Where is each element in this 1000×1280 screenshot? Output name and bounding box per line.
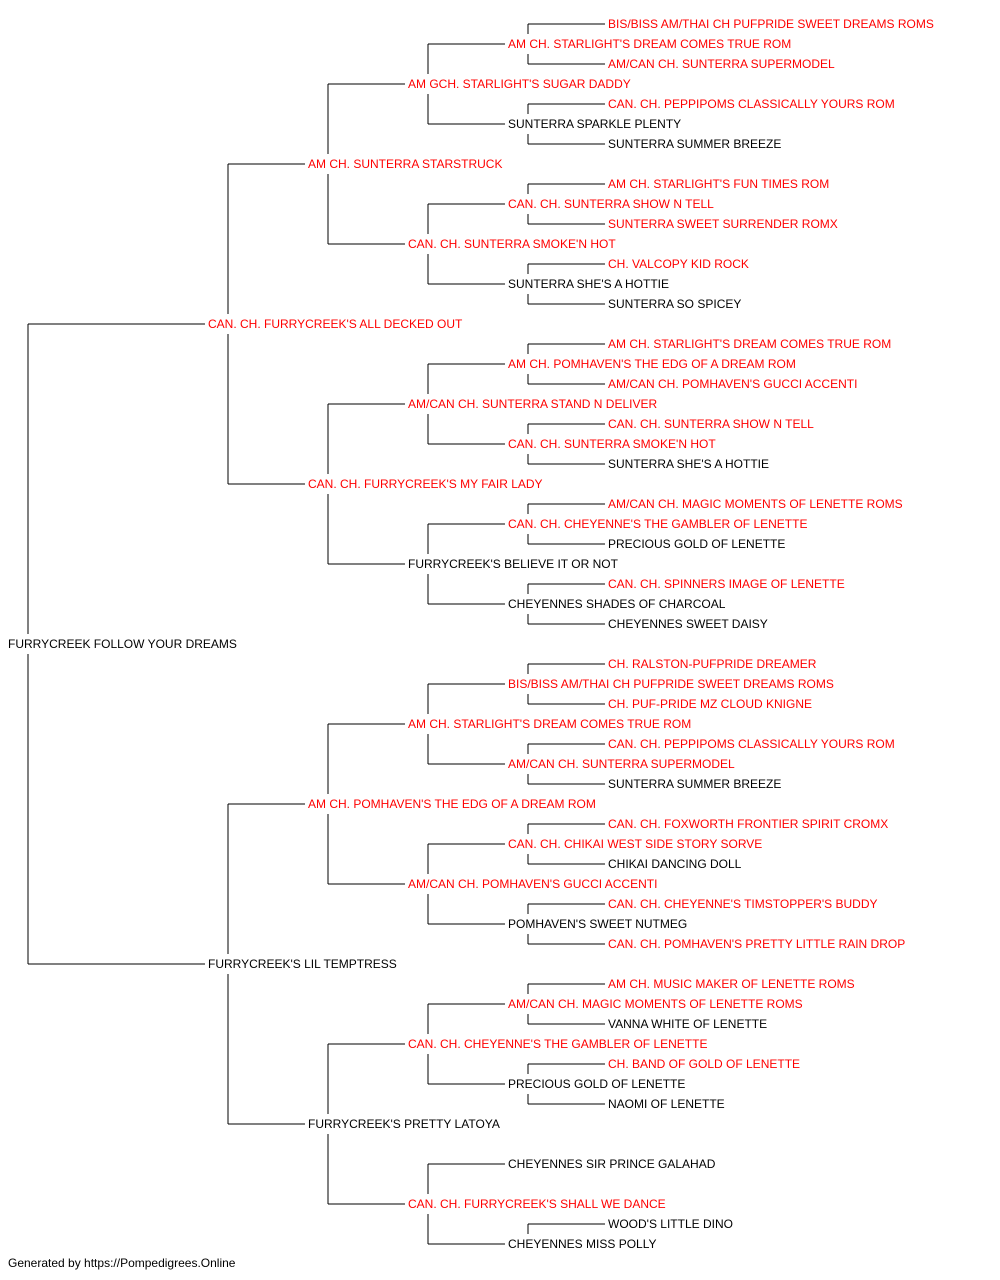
- dog-name-gen-5: BIS/BISS AM/THAI CH PUFPRIDE SWEET DREAM…: [608, 17, 934, 31]
- dog-name-gen-5: PRECIOUS GOLD OF LENETTE: [608, 537, 785, 551]
- dog-name-gen-3: CAN. CH. CHEYENNE'S THE GAMBLER OF LENET…: [408, 1037, 707, 1051]
- dog-name-gen-3: CAN. CH. SUNTERRA SMOKE'N HOT: [408, 237, 616, 251]
- dog-name-gen-4: CHEYENNES SHADES OF CHARCOAL: [508, 597, 726, 611]
- dog-name-gen-2: FURRYCREEK'S PRETTY LATOYA: [308, 1117, 500, 1131]
- dog-name-gen-5: AM/CAN CH. POMHAVEN'S GUCCI ACCENTI: [608, 377, 857, 391]
- dog-name-gen-5: VANNA WHITE OF LENETTE: [608, 1017, 767, 1031]
- dog-name-gen-5: CAN. CH. FOXWORTH FRONTIER SPIRIT CROMX: [608, 817, 888, 831]
- dog-name-gen-4: AM/CAN CH. SUNTERRA SUPERMODEL: [508, 757, 735, 771]
- dog-name-gen-2: AM CH. SUNTERRA STARSTRUCK: [308, 157, 502, 171]
- generated-by-footer: Generated by https://Pompedigrees.Online: [8, 1256, 236, 1270]
- dog-name-gen-5: AM/CAN CH. MAGIC MOMENTS OF LENETTE ROMS: [608, 497, 903, 511]
- dog-name-gen-3: AM GCH. STARLIGHT'S SUGAR DADDY: [408, 77, 631, 91]
- dog-name-gen-5: AM CH. STARLIGHT'S FUN TIMES ROM: [608, 177, 829, 191]
- pedigree-tree: FURRYCREEK FOLLOW YOUR DREAMS CAN. CH. FU…: [8, 17, 934, 1250]
- dog-name-gen-4: PRECIOUS GOLD OF LENETTE: [508, 1077, 685, 1091]
- dog-name-gen-4: CAN. CH. SUNTERRA SHOW N TELL: [508, 197, 714, 211]
- dog-name-gen-3: CAN. CH. FURRYCREEK'S SHALL WE DANCE: [408, 1197, 666, 1211]
- dog-name-gen-4: CAN. CH. SUNTERRA SMOKE'N HOT: [508, 437, 716, 451]
- dog-name-gen-2: CAN. CH. FURRYCREEK'S MY FAIR LADY: [308, 477, 543, 491]
- dog-name-gen-5: CAN. CH. PEPPIPOMS CLASSICALLY YOURS ROM: [608, 737, 895, 751]
- dog-name-gen-5: WOOD'S LITTLE DINO: [608, 1217, 733, 1231]
- dog-name-gen-5: CAN. CH. SPINNERS IMAGE OF LENETTE: [608, 577, 845, 591]
- dog-name-gen-3: AM/CAN CH. POMHAVEN'S GUCCI ACCENTI: [408, 877, 657, 891]
- dog-name-gen-5: CHEYENNES SWEET DAISY: [608, 617, 768, 631]
- pedigree-name-labels: FURRYCREEK FOLLOW YOUR DREAMS CAN. CH. FU…: [8, 17, 934, 1250]
- dog-name-gen-5: CAN. CH. CHEYENNE'S TIMSTOPPER'S BUDDY: [608, 897, 878, 911]
- dog-name-gen-5: CAN. CH. PEPPIPOMS CLASSICALLY YOURS ROM: [608, 97, 895, 111]
- dog-name-gen-5: NAOMI OF LENETTE: [608, 1097, 725, 1111]
- dog-name-gen-4: SUNTERRA SPARKLE PLENTY: [508, 117, 681, 131]
- dog-name-gen-5: SUNTERRA SHE'S A HOTTIE: [608, 457, 769, 471]
- dog-name-gen-5: AM CH. MUSIC MAKER OF LENETTE ROMS: [608, 977, 855, 991]
- dog-name-gen-4: BIS/BISS AM/THAI CH PUFPRIDE SWEET DREAM…: [508, 677, 834, 691]
- dog-name-gen-4: SUNTERRA SHE'S A HOTTIE: [508, 277, 669, 291]
- dog-name-gen-1: CAN. CH. FURRYCREEK'S ALL DECKED OUT: [208, 317, 463, 331]
- dog-name-gen-4: CHEYENNES MISS POLLY: [508, 1237, 657, 1250]
- dog-name-gen-5: CH. BAND OF GOLD OF LENETTE: [608, 1057, 800, 1071]
- pedigree-connector-lines: [27, 23, 605, 1245]
- dog-name-gen-5: SUNTERRA SUMMER BREEZE: [608, 137, 781, 151]
- dog-name-gen-5: CAN. CH. POMHAVEN'S PRETTY LITTLE RAIN D…: [608, 937, 905, 951]
- dog-name-gen-4: CAN. CH. CHIKAI WEST SIDE STORY SORVE: [508, 837, 762, 851]
- dog-name-gen-3: FURRYCREEK'S BELIEVE IT OR NOT: [408, 557, 619, 571]
- dog-name-gen-4: AM CH. STARLIGHT'S DREAM COMES TRUE ROM: [508, 37, 791, 51]
- dog-name-gen-5: CH. VALCOPY KID ROCK: [608, 257, 749, 271]
- dog-name-gen-5: AM/CAN CH. SUNTERRA SUPERMODEL: [608, 57, 835, 71]
- dog-name-gen-4: CAN. CH. CHEYENNE'S THE GAMBLER OF LENET…: [508, 517, 807, 531]
- dog-name-gen-4: CHEYENNES SIR PRINCE GALAHAD: [508, 1157, 716, 1171]
- dog-name-gen-5: SUNTERRA SUMMER BREEZE: [608, 777, 781, 791]
- dog-name-gen-4: POMHAVEN'S SWEET NUTMEG: [508, 917, 687, 931]
- dog-name-gen-2: AM CH. POMHAVEN'S THE EDG OF A DREAM ROM: [308, 797, 596, 811]
- dog-name-gen-3: AM CH. STARLIGHT'S DREAM COMES TRUE ROM: [408, 717, 691, 731]
- dog-name-gen-4: AM CH. POMHAVEN'S THE EDG OF A DREAM ROM: [508, 357, 796, 371]
- dog-name-gen-0: FURRYCREEK FOLLOW YOUR DREAMS: [8, 637, 237, 651]
- dog-name-gen-5: SUNTERRA SO SPICEY: [608, 297, 741, 311]
- dog-name-gen-5: CAN. CH. SUNTERRA SHOW N TELL: [608, 417, 814, 431]
- dog-name-gen-5: SUNTERRA SWEET SURRENDER ROMX: [608, 217, 838, 231]
- dog-name-gen-5: AM CH. STARLIGHT'S DREAM COMES TRUE ROM: [608, 337, 891, 351]
- dog-name-gen-5: CHIKAI DANCING DOLL: [608, 857, 742, 871]
- dog-name-gen-3: AM/CAN CH. SUNTERRA STAND N DELIVER: [408, 397, 657, 411]
- dog-name-gen-5: CH. RALSTON-PUFPRIDE DREAMER: [608, 657, 817, 671]
- dog-name-gen-4: AM/CAN CH. MAGIC MOMENTS OF LENETTE ROMS: [508, 997, 803, 1011]
- dog-name-gen-1: FURRYCREEK'S LIL TEMPTRESS: [208, 957, 397, 971]
- dog-name-gen-5: CH. PUF-PRIDE MZ CLOUD KNIGNE: [608, 697, 812, 711]
